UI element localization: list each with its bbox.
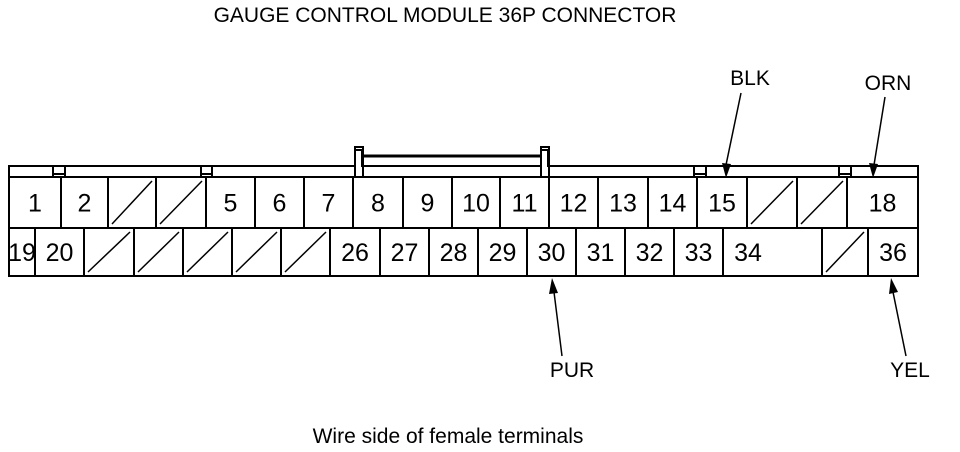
terminal-28: 28	[440, 239, 468, 267]
empty-terminal-slash	[825, 231, 865, 273]
empty-terminal-slash	[87, 231, 131, 273]
terminal-18: 18	[869, 190, 897, 218]
lock-lever-left	[354, 146, 364, 178]
terminal-31: 31	[587, 239, 615, 267]
wire-arrow-yel	[889, 278, 898, 294]
terminal-11: 11	[512, 190, 538, 218]
diagram-caption: Wire side of female terminals	[313, 425, 584, 448]
empty-terminal-slash	[159, 180, 203, 225]
wire-label-orn: ORN	[865, 72, 912, 95]
terminal-29: 29	[489, 239, 517, 267]
terminal-33: 33	[685, 239, 713, 267]
lock-tab-4	[838, 165, 852, 175]
terminal-13: 13	[609, 190, 637, 218]
wire-callout-yel: YEL	[889, 278, 930, 382]
lock-lever-right	[540, 146, 550, 178]
empty-terminal-slash	[235, 231, 278, 273]
lock-tab-2	[200, 165, 213, 175]
terminal-9: 9	[421, 190, 435, 218]
empty-terminal-slash	[800, 180, 844, 225]
wire-label-blk: BLK	[730, 67, 770, 90]
empty-terminal-slash	[111, 180, 153, 225]
empty-terminal-slash	[137, 231, 180, 273]
wire-callout-orn: ORN	[865, 72, 912, 178]
empty-terminal-slash	[750, 180, 794, 225]
wire-callout-blk: BLK	[722, 67, 770, 178]
wire-label-pur: PUR	[550, 359, 594, 382]
empty-terminal-slash	[284, 231, 327, 273]
wire-label-yel: YEL	[890, 359, 930, 382]
terminal-5: 5	[224, 190, 238, 218]
terminal-26: 26	[341, 239, 369, 267]
terminal-12: 12	[560, 190, 588, 218]
wire-leader-orn	[873, 96, 886, 166]
lock-tab-1	[52, 165, 66, 175]
terminal-1: 1	[28, 190, 42, 218]
lock-tab-3	[693, 165, 707, 175]
wire-leader-pur	[553, 291, 563, 357]
empty-terminal-slash	[186, 231, 229, 273]
diagram-title: GAUGE CONTROL MODULE 36P CONNECTOR	[214, 4, 677, 27]
terminal-15: 15	[708, 190, 736, 218]
terminal-20: 20	[46, 239, 74, 267]
terminal-27: 27	[391, 239, 419, 267]
terminal-14: 14	[659, 190, 687, 218]
wire-callout-pur: PUR	[549, 278, 594, 382]
wire-arrow-blk	[722, 163, 731, 178]
housing-top-ledge	[8, 149, 919, 178]
terminal-6: 6	[273, 190, 287, 218]
wire-leader-yel	[892, 291, 907, 357]
terminal-30: 30	[538, 239, 566, 267]
bottom-row-terminals: 19 20 26 27 28 29 30 31 32 33 34 36	[8, 228, 907, 276]
terminal-36: 36	[879, 239, 907, 267]
housing-outline	[8, 176, 919, 277]
terminal-34: 34	[734, 239, 762, 267]
wire-arrow-pur	[549, 278, 558, 294]
terminal-19: 19	[8, 239, 36, 267]
terminal-10: 10	[462, 190, 490, 218]
connector-housing	[8, 146, 919, 277]
terminal-7: 7	[322, 190, 336, 218]
terminal-2: 2	[78, 190, 92, 218]
terminal-32: 32	[636, 239, 664, 267]
wire-arrow-orn	[869, 163, 878, 178]
terminal-8: 8	[371, 190, 385, 218]
wire-leader-blk	[725, 92, 742, 166]
